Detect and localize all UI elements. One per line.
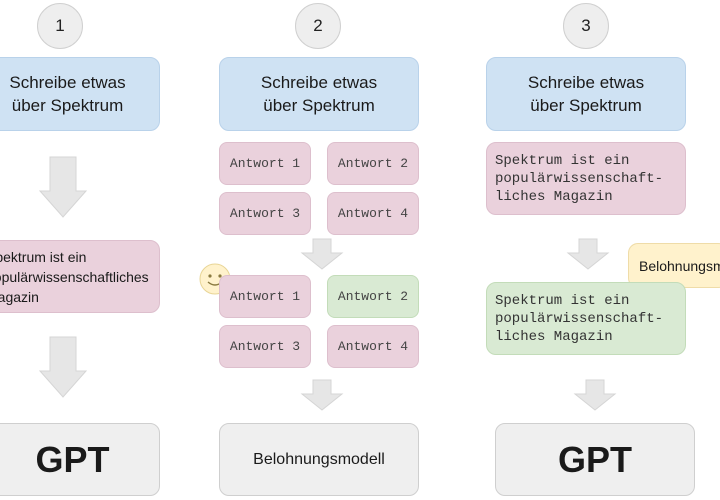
answer-box-3: Antwort 3 xyxy=(219,192,311,235)
model-box-gpt-1: GPT xyxy=(0,423,160,496)
answer-box-4: Antwort 4 xyxy=(327,192,419,235)
down-arrow-icon xyxy=(566,238,610,270)
answer-box-2-rated: Antwort 2 xyxy=(327,275,419,318)
response-box-3: Spektrum ist ein populärwissenschaft- li… xyxy=(486,142,686,215)
answer-box-3-rated: Antwort 3 xyxy=(219,325,311,368)
down-arrow-icon xyxy=(573,379,617,411)
down-arrow-icon xyxy=(300,379,344,411)
down-arrow-icon xyxy=(300,238,344,270)
reward-model-tag: Belohnungsmodell xyxy=(628,243,720,288)
prompt-box-3: Schreibe etwas über Spektrum xyxy=(486,57,686,131)
step-number-2: 2 xyxy=(295,3,341,49)
answer-box-2: Antwort 2 xyxy=(327,142,419,185)
model-box-gpt-3: GPT xyxy=(495,423,695,496)
response-box-1: Spektrum ist ein populärwissenschaftlich… xyxy=(0,240,160,313)
step-number-1: 1 xyxy=(37,3,83,49)
prompt-box-1: Schreibe etwas über Spektrum xyxy=(0,57,160,131)
response-box-3-rewarded: Spektrum ist ein populärwissenschaft- li… xyxy=(486,282,686,355)
step-number-3: 3 xyxy=(563,3,609,49)
answer-box-1: Antwort 1 xyxy=(219,142,311,185)
down-arrow-icon xyxy=(38,156,88,218)
answer-box-4-rated: Antwort 4 xyxy=(327,325,419,368)
prompt-box-2: Schreibe etwas über Spektrum xyxy=(219,57,419,131)
reward-model-box: Belohnungsmodell xyxy=(219,423,419,496)
down-arrow-icon xyxy=(38,336,88,398)
answer-box-1-rated: Antwort 1 xyxy=(219,275,311,318)
